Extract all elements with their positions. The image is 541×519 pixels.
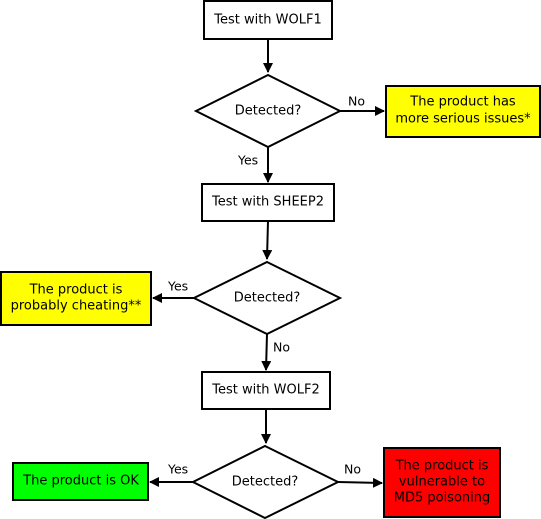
decision-diamond xyxy=(191,260,343,336)
node-md5-vulnerable: The product is vulnerable to MD5 poisoni… xyxy=(383,447,501,518)
decision-diamond xyxy=(193,73,343,149)
process-box xyxy=(201,371,331,410)
edge-label-detected1-yes: Yes xyxy=(237,153,258,168)
node-test-wolf2: Test with WOLF2 xyxy=(201,371,331,410)
warning-box xyxy=(0,271,152,326)
node-label-line-1: The product is xyxy=(29,283,123,298)
node-label: Detected? xyxy=(232,475,299,490)
edge-detected2-no xyxy=(261,333,272,371)
node-test-wolf1: Test with WOLF1 xyxy=(203,0,333,40)
node-label: Test with WOLF1 xyxy=(213,13,322,28)
warning-box xyxy=(385,85,541,138)
node-label: Detected? xyxy=(234,291,301,306)
node-detected-1: Detected? xyxy=(193,73,343,149)
edge-label-detected2-no: No xyxy=(273,340,290,355)
node-serious-issues: The product has more serious issues* xyxy=(385,85,541,138)
edge-label-detected3-no: No xyxy=(344,462,361,477)
node-product-ok: The product is OK xyxy=(12,462,149,501)
edge-detected3-no xyxy=(337,477,383,488)
edge-sheep2-to-detected2 xyxy=(262,220,273,260)
node-detected-3: Detected? xyxy=(190,444,341,519)
node-label: The product is OK xyxy=(22,474,139,489)
node-test-sheep2: Test with SHEEP2 xyxy=(201,183,335,222)
node-label-line-2: more serious issues* xyxy=(395,112,531,127)
node-label-line-1: The product is xyxy=(395,459,489,474)
edges xyxy=(149,40,385,488)
node-label-line-1: The product has xyxy=(409,95,516,110)
process-box xyxy=(203,0,333,40)
node-detected-2: Detected? xyxy=(191,260,343,336)
danger-box xyxy=(383,447,501,518)
ok-box xyxy=(12,462,149,501)
node-label: Test with SHEEP2 xyxy=(211,195,324,210)
node-label-line-3: MD5 poisoning xyxy=(394,491,491,506)
node-label: Test with WOLF2 xyxy=(211,383,320,398)
node-label: Detected? xyxy=(235,104,302,119)
node-label-line-2: vulnerable to xyxy=(399,475,485,490)
edge-label-detected3-yes: Yes xyxy=(167,462,188,477)
process-box xyxy=(201,183,335,222)
edge-label-detected1-no: No xyxy=(348,94,365,109)
edge-label-detected2-yes: Yes xyxy=(167,279,188,294)
node-label-line-2: probably cheating** xyxy=(11,299,142,314)
decision-diamond xyxy=(190,444,341,519)
node-cheating: The product is probably cheating** xyxy=(0,271,152,326)
